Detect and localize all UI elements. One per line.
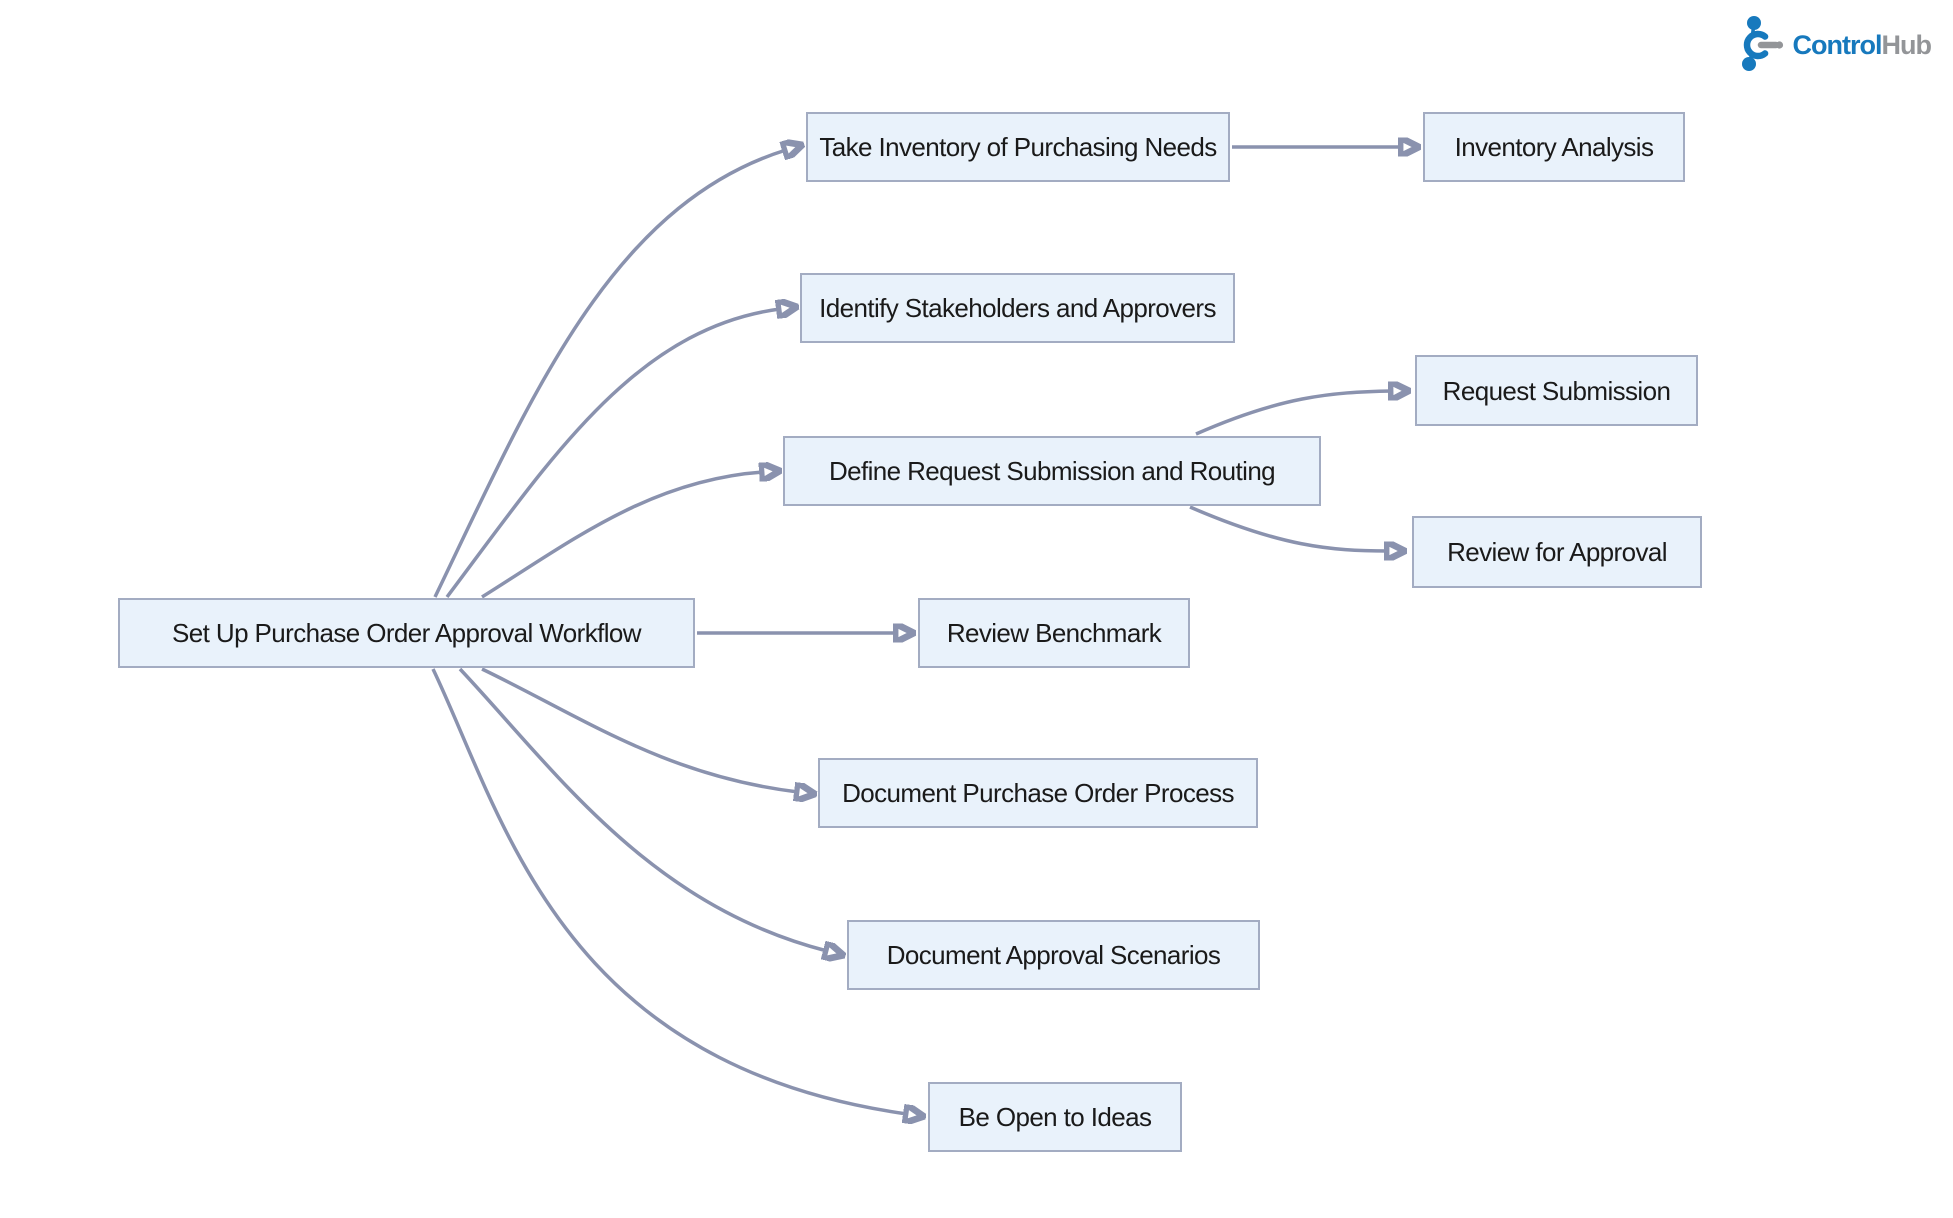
node-label: Document Purchase Order Process: [842, 778, 1234, 808]
flowchart-node-define-routing: Define Request Submission and Routing: [783, 436, 1321, 506]
flowchart-node-inventory-analysis: Inventory Analysis: [1423, 112, 1685, 182]
edge-root-to-take-inventory: [433, 150, 786, 598]
node-label: Request Submission: [1442, 375, 1671, 406]
node-label: Be Open to Ideas: [958, 1102, 1152, 1132]
edge-root-to-identify-stakeholders: [445, 309, 780, 599]
node-label: Inventory Analysis: [1454, 132, 1654, 162]
node-label: Set Up Purchase Order Approval Workflow: [172, 618, 641, 648]
edge-root-to-define-routing: [481, 472, 763, 599]
edge-root-to-document-process: [481, 667, 798, 792]
node-label: Define Request Submission and Routing: [828, 456, 1276, 486]
node-label: Take Inventory of Purchasing Needs: [819, 132, 1217, 162]
node-label: Review for Approval: [1447, 537, 1667, 567]
edge-define-routing-to-request-submission: [1195, 391, 1392, 436]
flowchart-node-root: Set Up Purchase Order Approval Workflow: [118, 598, 695, 668]
edge-define-routing-to-review-approval: [1189, 505, 1388, 551]
logo-text-control: Control: [1792, 29, 1883, 60]
flowchart-node-request-submission: Request Submission: [1415, 355, 1698, 426]
logo-text: ControlHub: [1792, 29, 1932, 60]
node-label: Document Approval Scenarios: [886, 940, 1221, 970]
controlhub-logo-icon: [1741, 16, 1783, 71]
controlhub-logo: ControlHub: [1739, 14, 1932, 76]
flowchart-node-document-scenarios: Document Approval Scenarios: [847, 920, 1260, 990]
node-label: Identify Stakeholders and Approvers: [819, 293, 1216, 323]
flowchart-node-identify-stakeholders: Identify Stakeholders and Approvers: [800, 273, 1235, 343]
flowchart-node-review-benchmark: Review Benchmark: [918, 598, 1190, 668]
flowchart-node-review-approval: Review for Approval: [1412, 516, 1702, 588]
node-label: Review Benchmark: [946, 618, 1162, 648]
flowchart-node-document-process: Document Purchase Order Process: [818, 758, 1258, 828]
logo-text-hub: Hub: [1881, 29, 1932, 60]
edge-root-to-document-scenarios: [458, 667, 827, 951]
edge-root-to-be-open: [431, 668, 907, 1114]
flowchart-node-be-open: Be Open to Ideas: [928, 1082, 1182, 1152]
flowchart-node-take-inventory: Take Inventory of Purchasing Needs: [806, 112, 1230, 182]
